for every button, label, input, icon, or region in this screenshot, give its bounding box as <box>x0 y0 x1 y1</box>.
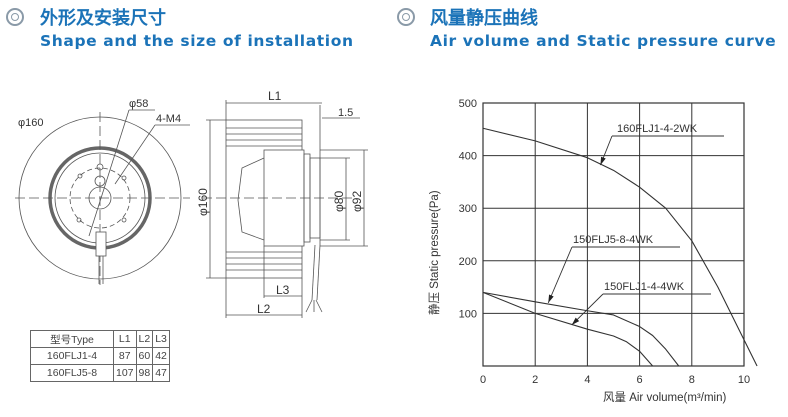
dim-l3: L3 <box>276 283 290 297</box>
cell-l3: 42 <box>152 347 170 365</box>
cell-l1: 107 <box>113 364 137 382</box>
dim-phi92: φ92 <box>350 191 364 212</box>
cell-type: 160FLJ5-8 <box>30 364 114 382</box>
plot-frame <box>482 102 745 367</box>
series-line <box>482 127 758 367</box>
chart-section-title-zh: 风量静压曲线 <box>430 8 538 29</box>
series-line <box>482 291 654 367</box>
dim-4-m4: 4-M4 <box>156 113 181 125</box>
section-title-en: Shape and the size of installation <box>40 32 354 50</box>
spec-table: 型号Type L1 L2 L3 160FLJ1-4 87 60 42 160FL… <box>30 330 170 382</box>
series-line <box>482 291 680 367</box>
y-tick-label: 300 <box>459 203 477 215</box>
side-view <box>202 100 368 318</box>
dim-l2: L2 <box>257 302 271 316</box>
series-label: 160FLJ1-4-2WK <box>617 123 698 135</box>
section-title-zh: 外形及安装尺寸 <box>40 8 166 29</box>
section-bullet-icon <box>397 8 415 26</box>
installation-drawing: φ58 4-M4 φ160 L1 1.5 φ160 φ80 φ92 L3 L2 <box>15 89 368 318</box>
cell-l2: 98 <box>135 364 154 382</box>
chart-section-title-en: Air volume and Static pressure curve <box>430 32 777 50</box>
cell-l3: 47 <box>152 364 170 382</box>
front-view <box>15 109 190 285</box>
x-tick-label: 4 <box>584 374 590 386</box>
leader-line <box>547 246 573 304</box>
y-tick-label: 100 <box>459 308 477 320</box>
y-tick-label: 400 <box>459 151 477 163</box>
cell-l2: 60 <box>135 347 154 365</box>
x-tick-label: 0 <box>480 374 486 386</box>
y-axis-label: 静压 Static pressure(Pa) <box>427 190 441 315</box>
header-type: 型号Type <box>30 330 114 348</box>
leader-line <box>571 293 604 326</box>
y-tick-label: 200 <box>459 256 477 268</box>
dim-l1: L1 <box>268 89 282 103</box>
dim-1-5: 1.5 <box>338 107 353 119</box>
leader-line <box>600 135 613 166</box>
header-l2: L2 <box>135 330 154 348</box>
series-label: 150FLJ1-4-4WK <box>604 281 685 293</box>
x-tick-label: 6 <box>637 374 643 386</box>
series-label: 150FLJ5-8-4WK <box>573 234 654 246</box>
header-l3: L3 <box>152 330 170 348</box>
dim-phi80: φ80 <box>332 191 346 212</box>
table-row: 160FLJ1-4 87 60 42 <box>30 347 170 365</box>
leader-arrow-icon <box>571 317 580 325</box>
dim-phi160-front: φ160 <box>18 117 44 129</box>
x-axis-label: 风量 Air volume(m³/min) <box>603 391 726 404</box>
y-tick-label: 500 <box>459 98 477 110</box>
dim-phi58: φ58 <box>129 98 148 110</box>
x-tick-label: 10 <box>738 374 750 386</box>
table-row: 160FLJ5-8 107 98 47 <box>30 364 170 382</box>
leader-arrow-icon <box>548 294 554 303</box>
cell-type: 160FLJ1-4 <box>30 347 114 365</box>
dim-phi160-side: φ160 <box>196 188 210 216</box>
x-tick-label: 8 <box>689 374 695 386</box>
header-l1: L1 <box>113 330 137 348</box>
leader-arrow-icon <box>600 156 606 166</box>
section-bullet-icon <box>6 8 24 26</box>
table-header-row: 型号Type L1 L2 L3 <box>30 330 170 348</box>
x-tick-label: 2 <box>532 374 538 386</box>
cell-l1: 87 <box>113 347 137 365</box>
